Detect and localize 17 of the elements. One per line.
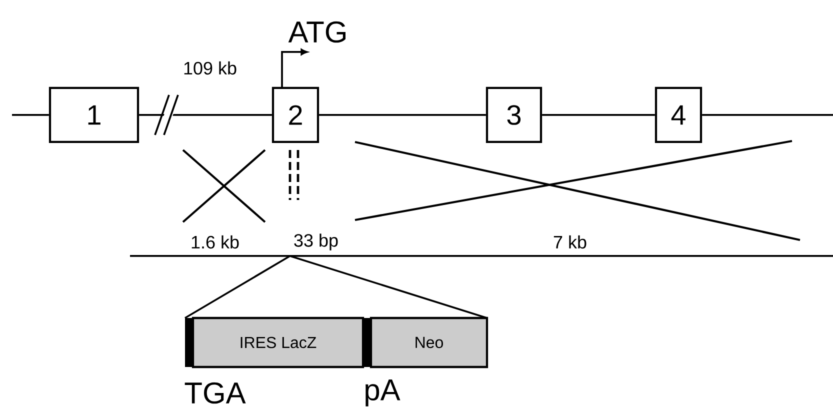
exon-box: 4: [654, 86, 702, 144]
label-text: pA: [366, 380, 400, 406]
gene-line: [542, 114, 655, 116]
label-text: 109 kb: [184, 61, 236, 75]
gene-line: [12, 114, 49, 116]
cassette-box: IRES LacZ: [192, 316, 364, 368]
gene-line: [319, 114, 486, 116]
label-text: 33 bp: [294, 234, 338, 250]
label-text: 7 kb: [554, 235, 586, 249]
exon-box: 3: [486, 86, 542, 144]
gene-line: [139, 114, 272, 116]
label-text: ATG: [288, 21, 346, 43]
gene-line: [702, 114, 833, 116]
exon-box: 2: [272, 86, 320, 144]
cassette-box: Neo: [370, 316, 488, 368]
exon-box: 1: [48, 86, 140, 144]
label-text: 1.6 kb: [192, 235, 239, 249]
